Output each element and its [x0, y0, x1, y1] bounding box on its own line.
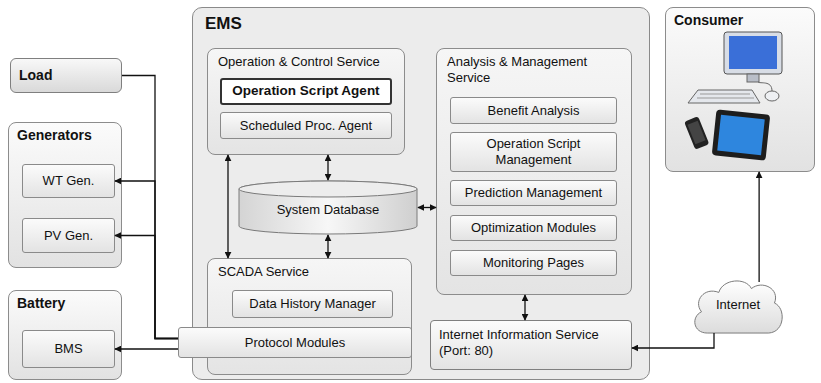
- cylinder-body: [239, 181, 417, 234]
- box-label: Internet: [716, 297, 760, 313]
- generator-group: Generators WT Gen. PV Gen.: [8, 122, 122, 268]
- bms-box: BMS: [22, 330, 115, 368]
- connector-arrow: [115, 181, 178, 339]
- keyboard-keys: [697, 94, 754, 98]
- module-box: Data History Manager: [232, 290, 393, 318]
- box-label: BMS: [54, 341, 82, 357]
- module-box: Monitoring Pages: [450, 250, 617, 276]
- connector-arrow: [524, 295, 525, 320]
- mouse-cable: [758, 82, 772, 91]
- service-box: Internet Information Service (Port: 80): [430, 320, 632, 370]
- ems-panel: EMSOperation & Control ServiceOperation …: [192, 7, 650, 380]
- database-cylinder: System Database: [238, 180, 418, 235]
- connector-arrow: [327, 155, 328, 180]
- mouse: [765, 91, 779, 101]
- keyboard: [688, 90, 760, 103]
- generator-box: WT Gen.: [22, 164, 115, 198]
- box-label: Benefit Analysis: [488, 103, 580, 119]
- battery-group: BatteryBMS: [8, 290, 122, 380]
- box-label: Monitoring Pages: [483, 255, 584, 271]
- desktop-computer: [688, 32, 782, 103]
- connector-arrow: [227, 155, 228, 258]
- internet-cloud: Internet: [690, 276, 786, 334]
- generator-box: PV Gen.: [22, 218, 115, 253]
- box-heading: Load: [19, 67, 52, 84]
- box-heading: Operation & Control Service: [218, 54, 394, 70]
- box-heading: SCADA Service: [218, 264, 401, 280]
- module-box: Benefit Analysis: [450, 97, 617, 124]
- phone-body: [684, 116, 709, 149]
- monitor-stand: [747, 74, 759, 82]
- agent-box: Scheduled Proc. Agent: [220, 112, 392, 139]
- monitor-screen: [729, 36, 777, 69]
- box-heading: Generators: [17, 127, 113, 144]
- connector-arrow: [632, 333, 714, 348]
- module-box: Protocol Modules: [178, 327, 412, 358]
- tablet: [712, 109, 771, 160]
- service-group: SCADA ServiceData History ManagerProtoco…: [207, 258, 412, 375]
- connector-arrow: [418, 207, 436, 208]
- connector-arrow: [115, 236, 178, 339]
- cylinder-top: [239, 181, 417, 197]
- consumer-group: Consumer: [665, 7, 815, 172]
- load-box: Load: [10, 58, 122, 93]
- box-label: System Database: [277, 202, 380, 218]
- cloud-shape: [695, 281, 782, 333]
- service-group: Analysis & Management ServiceBenefit Ana…: [436, 48, 632, 295]
- monitor-frame: [724, 32, 782, 74]
- connector-arrow: [327, 235, 328, 258]
- connector-arrow: [122, 76, 178, 339]
- module-box: Operation Script Management: [450, 132, 617, 172]
- box-label: Operation Script Agent: [232, 83, 379, 99]
- service-group: Operation & Control ServiceOperation Scr…: [207, 48, 405, 155]
- box-label: PV Gen.: [44, 228, 93, 244]
- tablet-screen: [717, 115, 765, 155]
- module-box: Optimization Modules: [450, 215, 617, 241]
- box-heading: Analysis & Management Service: [447, 54, 612, 85]
- box-heading: EMS: [205, 14, 637, 34]
- box-label: Operation Script Management: [457, 136, 610, 167]
- agent-box: Operation Script Agent: [220, 78, 392, 105]
- box-label: WT Gen.: [43, 173, 95, 189]
- box-label: Scheduled Proc. Agent: [240, 118, 372, 134]
- box-label: Data History Manager: [249, 296, 375, 312]
- box-heading: Internet Information Service (Port: 80): [439, 327, 623, 358]
- smartphone: [684, 116, 709, 149]
- box-heading: Consumer: [674, 12, 806, 29]
- box-heading: Battery: [17, 295, 113, 312]
- box-label: Prediction Management: [465, 185, 602, 201]
- phone-screen: [687, 121, 705, 145]
- connector-arrow: [115, 348, 178, 349]
- tablet-body: [712, 109, 771, 160]
- connector-arrow: [758, 172, 759, 282]
- module-box: Prediction Management: [450, 180, 617, 206]
- box-label: Optimization Modules: [471, 220, 596, 236]
- box-label: Protocol Modules: [245, 335, 345, 351]
